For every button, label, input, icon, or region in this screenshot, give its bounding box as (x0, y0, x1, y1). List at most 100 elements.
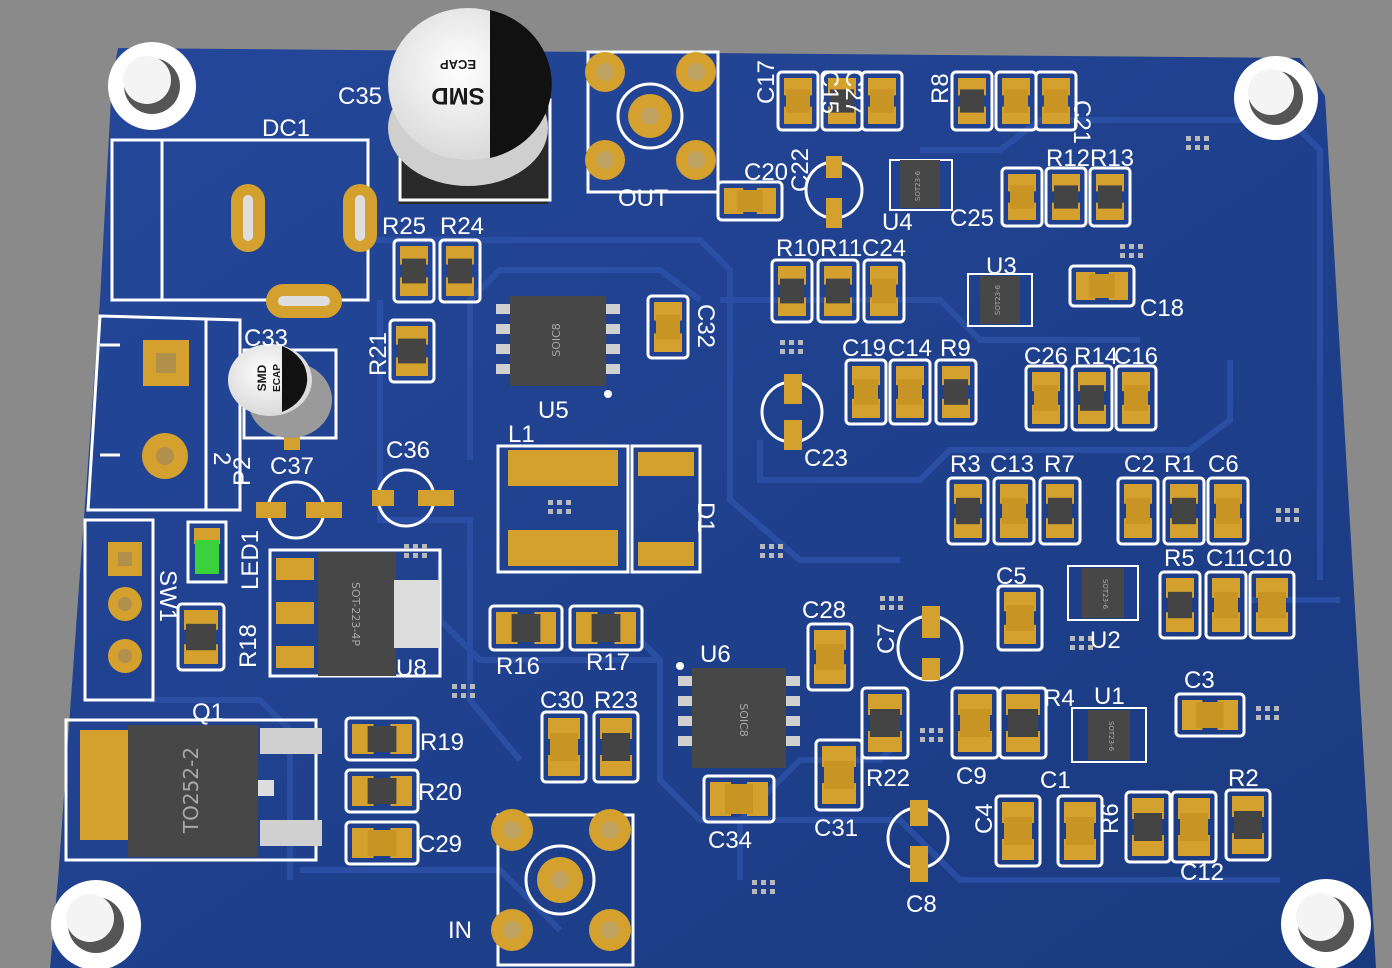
via (557, 509, 562, 514)
via (898, 605, 903, 610)
label-l1: L1 (508, 421, 535, 448)
ic-u6 (676, 662, 800, 768)
c35-smd-text: SMD (431, 82, 484, 109)
chip-mark-u3: SOT23-6 (994, 284, 1002, 315)
via (404, 553, 409, 558)
smd-r4 (998, 686, 1048, 760)
smd-c25 (1000, 166, 1044, 228)
label-sw1: SW1 (154, 570, 181, 622)
diode-d1 (630, 444, 702, 574)
label-r18: R18 (235, 624, 262, 668)
label-u2: U2 (1090, 627, 1121, 654)
label-u5: U5 (538, 397, 569, 424)
label-u3: U3 (986, 253, 1017, 280)
label-r20: R20 (418, 779, 462, 806)
via (938, 737, 943, 742)
inductor-l1 (496, 444, 630, 574)
via (920, 737, 925, 742)
label-c19: C19 (842, 335, 886, 362)
via (1276, 517, 1281, 522)
round-cap-c36 (372, 468, 454, 528)
label-r23: R23 (594, 687, 638, 714)
smd-r14 (1070, 364, 1114, 432)
chip-mark-u6: SOIC8 (737, 703, 750, 737)
label-c36: C36 (386, 437, 430, 464)
c33-ecap-text: ECAP (272, 364, 283, 392)
label-u1: U1 (1094, 683, 1125, 710)
label-r11: R11 (820, 235, 862, 262)
label-c5: C5 (996, 563, 1027, 590)
passive-components (176, 70, 1296, 868)
label-r12: R12 (1046, 145, 1090, 172)
round-cap-c7 (896, 606, 964, 682)
smd-r2 (1224, 788, 1272, 862)
smd-c15 (820, 70, 864, 132)
via (470, 693, 475, 698)
via (413, 544, 418, 549)
smd-r10 (770, 258, 814, 324)
smd-c32 (646, 294, 690, 360)
label-c16: C16 (1114, 343, 1158, 370)
smd-c11 (1204, 570, 1248, 640)
label-c3: C3 (1184, 667, 1215, 694)
via (760, 544, 765, 549)
smd-c18 (1068, 264, 1136, 308)
terminal-p2 (86, 314, 242, 512)
label-c1: C1 (1040, 767, 1071, 794)
via (761, 880, 766, 885)
smd-c34 (702, 774, 776, 824)
smd-r1 (1162, 476, 1206, 546)
via (1070, 636, 1075, 641)
via (1204, 136, 1209, 141)
smd-r6 (1124, 790, 1172, 864)
via (929, 728, 934, 733)
via (1079, 645, 1084, 650)
via (769, 544, 774, 549)
via (1274, 706, 1279, 711)
smd-r24 (438, 238, 482, 304)
label-c10: C10 (1248, 545, 1292, 572)
smd-c16 (1114, 364, 1158, 432)
label-c26: C26 (1024, 343, 1068, 370)
via (1088, 645, 1093, 650)
via (1186, 136, 1191, 141)
via (789, 349, 794, 354)
via (769, 553, 774, 558)
smd-r7 (1038, 476, 1082, 546)
via (1138, 244, 1143, 249)
via-clusters (404, 136, 1299, 894)
via (880, 596, 885, 601)
via (566, 509, 571, 514)
c35-ecap-text: ECAP (440, 57, 476, 72)
via (548, 500, 553, 505)
transistor-q1 (64, 718, 322, 862)
via (422, 553, 427, 558)
silkscreen-labels: DC1 C35 OUT IN C17 C15 C27 R8 C21 C22 C2… (154, 60, 1292, 944)
via (1294, 517, 1299, 522)
label-c32: C32 (692, 304, 719, 348)
via (452, 684, 457, 689)
via (1276, 508, 1281, 513)
label-c8: C8 (906, 891, 937, 918)
via (1120, 244, 1125, 249)
smd-r11 (816, 258, 860, 324)
label-r21: R21 (365, 332, 392, 376)
label-r2: R2 (1228, 765, 1259, 792)
smd-r3 (946, 476, 990, 546)
chip-mark-q1: TO252-2 (179, 747, 203, 834)
label-r10: R10 (776, 235, 820, 262)
label-c25: C25 (950, 205, 994, 232)
label-c29: C29 (418, 831, 462, 858)
via (889, 605, 894, 610)
label-c23: C23 (804, 445, 848, 472)
smd-c13 (992, 476, 1036, 546)
label-r13: R13 (1090, 145, 1134, 172)
label-c35: C35 (338, 83, 382, 110)
label-c30: C30 (540, 687, 584, 714)
via (548, 509, 553, 514)
label-c22: C22 (787, 148, 814, 192)
smd-r19 (344, 716, 420, 762)
smd-r18 (176, 602, 226, 672)
label-r1: R1 (1164, 451, 1195, 478)
